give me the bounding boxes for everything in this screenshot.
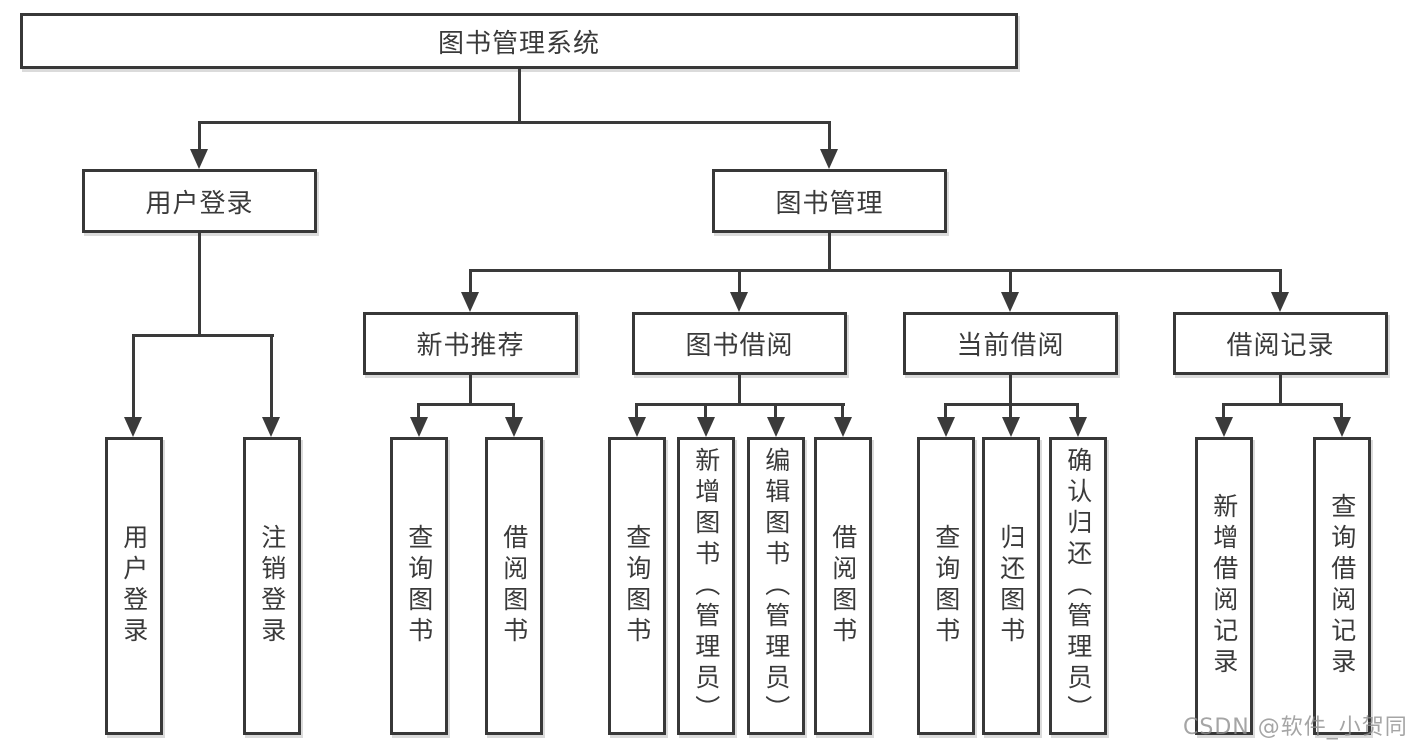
connector-line: [1340, 403, 1343, 419]
arrowhead: [697, 417, 715, 437]
node-label: 图书借阅: [685, 331, 794, 361]
connector-line: [469, 269, 472, 294]
connector-line: [417, 403, 515, 406]
arrowhead: [1333, 417, 1351, 437]
arrowhead: [124, 417, 142, 437]
node-label: 归还图书: [996, 524, 1026, 648]
arrowhead: [937, 417, 955, 437]
node-label: 图书管理系统: [437, 28, 600, 59]
arrowhead: [461, 292, 479, 312]
connector-line: [198, 121, 201, 151]
connector-line: [635, 403, 845, 406]
node-leaf-return-books: 归还图书: [982, 437, 1040, 735]
node-leaf-query-books-current: 查询图书: [917, 437, 975, 735]
node-label: 用户登录: [145, 188, 254, 219]
connector-line: [198, 121, 831, 124]
connector-line: [1279, 269, 1282, 294]
node-label: 查询借阅记录: [1327, 493, 1357, 679]
connector-line: [828, 233, 831, 272]
connector-line: [132, 334, 274, 337]
node-leaf-user-login: 用户登录: [105, 437, 163, 735]
connector-line: [1222, 403, 1225, 419]
connector-line: [1076, 403, 1079, 419]
node-leaf-add-borrow-record: 新增借阅记录: [1195, 437, 1253, 735]
connector-line: [417, 403, 420, 419]
arrowhead: [190, 149, 208, 169]
node-label: 借阅图书: [499, 524, 529, 648]
node-current-borrowing: 当前借阅: [903, 312, 1118, 375]
node-label: 新书推荐: [416, 331, 525, 361]
node-leaf-logout: 注销登录: [243, 437, 301, 735]
node-label: 编辑图书（管理员）: [761, 446, 791, 726]
node-leaf-borrow-books: 借阅图书: [814, 437, 872, 735]
connector-line: [1009, 375, 1012, 406]
connector-line: [841, 403, 844, 419]
connector-line: [198, 233, 201, 337]
connector-line: [518, 69, 521, 124]
node-label: 当前借阅: [956, 331, 1065, 361]
arrowhead: [628, 417, 646, 437]
node-label: 用户登录: [119, 524, 149, 648]
node-borrowing-records: 借阅记录: [1173, 312, 1388, 375]
connector-line: [270, 334, 273, 419]
connector-line: [1279, 375, 1282, 406]
node-leaf-query-books-borrow: 查询图书: [608, 437, 666, 735]
connector-line: [738, 269, 741, 294]
connector-line: [469, 375, 472, 406]
connector-line: [1009, 269, 1012, 294]
node-label: 确认归还（管理员）: [1063, 446, 1093, 726]
connector-line: [1222, 403, 1343, 406]
node-leaf-query-borrow-record: 查询借阅记录: [1313, 437, 1371, 735]
node-leaf-add-books-admin: 新增图书（管理员）: [677, 437, 735, 735]
arrowhead: [262, 417, 280, 437]
node-label: 新增借阅记录: [1209, 493, 1239, 679]
node-leaf-query-books-recommend: 查询图书: [390, 437, 448, 735]
arrowhead: [730, 292, 748, 312]
connector-line: [828, 121, 831, 151]
connector-line: [512, 403, 515, 419]
arrowhead: [1271, 292, 1289, 312]
arrowhead: [834, 417, 852, 437]
arrowhead: [1002, 417, 1020, 437]
arrowhead: [1069, 417, 1087, 437]
connector-line: [774, 403, 777, 419]
node-book-management: 图书管理: [712, 169, 947, 233]
node-label: 查询图书: [404, 524, 434, 648]
node-library-management-system: 图书管理系统: [20, 13, 1018, 69]
connector-line: [132, 334, 135, 419]
node-user-login-group: 用户登录: [82, 169, 317, 233]
node-label: 查询图书: [931, 524, 961, 648]
node-new-book-recommend: 新书推荐: [363, 312, 578, 375]
node-label: 查询图书: [622, 524, 652, 648]
connector-line: [469, 269, 1282, 272]
node-label: 借阅图书: [828, 524, 858, 648]
watermark-text: CSDN @软件_小贺同学: [1183, 715, 1405, 740]
node-label: 借阅记录: [1226, 331, 1335, 361]
connector-line: [944, 403, 947, 419]
node-book-borrowing: 图书借阅: [632, 312, 847, 375]
connector-line: [1009, 403, 1012, 419]
arrowhead: [820, 149, 838, 169]
node-leaf-confirm-return-admin: 确认归还（管理员）: [1049, 437, 1107, 735]
arrowhead: [1215, 417, 1233, 437]
arrowhead: [767, 417, 785, 437]
connector-line: [738, 375, 741, 406]
node-label: 新增图书（管理员）: [691, 446, 721, 726]
arrowhead: [410, 417, 428, 437]
node-leaf-borrow-books-recommend: 借阅图书: [485, 437, 543, 735]
arrowhead: [1001, 292, 1019, 312]
node-label: 图书管理: [775, 188, 884, 219]
node-leaf-edit-books-admin: 编辑图书（管理员）: [747, 437, 805, 735]
connector-line: [635, 403, 638, 419]
node-label: 注销登录: [257, 524, 287, 648]
arrowhead: [505, 417, 523, 437]
connector-line: [704, 403, 707, 419]
